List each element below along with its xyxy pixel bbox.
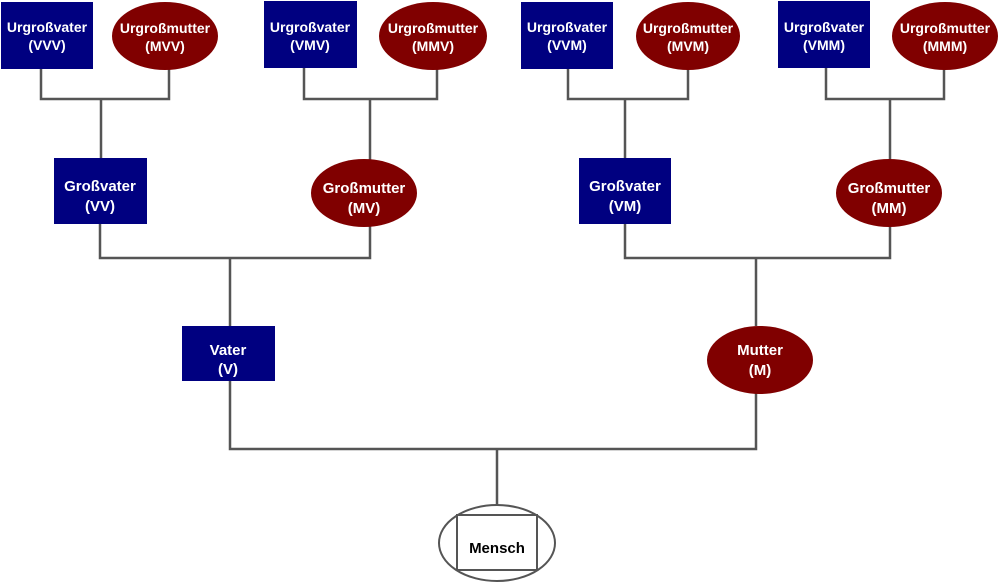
node-mm-title: Großmutter xyxy=(848,180,931,197)
node-vv-title: Großvater xyxy=(64,178,136,195)
male-box xyxy=(264,1,357,68)
node-vmm-code: (VMM) xyxy=(803,37,845,53)
node-mmm-title: Urgroßmutter xyxy=(900,20,991,36)
node-mv-code: (MV) xyxy=(348,200,381,217)
connector-vmv-mmv xyxy=(302,68,439,101)
node-vm-code: (VM) xyxy=(609,198,642,215)
node-vv-code: (VV) xyxy=(85,198,115,215)
male-box xyxy=(54,158,147,224)
female-ellipse xyxy=(112,2,218,70)
male-box xyxy=(579,158,671,224)
node-m-title: Mutter xyxy=(737,342,783,359)
female-ellipse xyxy=(892,2,998,70)
node-mvv-code: (MVV) xyxy=(145,38,185,54)
node-vm: Großvater (VM) xyxy=(579,158,671,224)
node-mv: Großmutter (MV) xyxy=(311,159,417,227)
male-box xyxy=(182,326,275,381)
connector-vvv-mvv xyxy=(39,69,171,101)
node-vvv-title: Urgroßvater xyxy=(7,19,88,35)
node-self: Mensch xyxy=(438,504,556,582)
connector-vvm-mvm xyxy=(566,69,690,101)
node-vmv: Urgroßvater (VMV) xyxy=(264,1,357,68)
node-mvv-title: Urgroßmutter xyxy=(120,20,211,36)
node-vm-title: Großvater xyxy=(589,178,661,195)
node-vmm: Urgroßvater (VMM) xyxy=(778,1,870,68)
male-box xyxy=(778,1,870,68)
node-vvv: Urgroßvater (VVV) xyxy=(1,2,93,69)
node-mmm: Urgroßmutter (MMM) xyxy=(892,2,998,70)
node-v-title: Vater xyxy=(210,342,247,359)
male-box xyxy=(521,2,613,69)
node-mmv-title: Urgroßmutter xyxy=(388,20,479,36)
node-mvm: Urgroßmutter (MVM) xyxy=(636,2,740,70)
connectors xyxy=(39,68,946,505)
male-box xyxy=(1,2,93,69)
node-v-code: (V) xyxy=(218,361,238,378)
node-mmv-code: (MMV) xyxy=(412,38,454,54)
node-vvv-code: (VVV) xyxy=(28,37,65,53)
node-mm: Großmutter (MM) xyxy=(836,159,942,227)
connector-vmm-mmm xyxy=(824,68,946,101)
connector-v-m xyxy=(228,381,758,451)
connector-vm-mm xyxy=(623,224,892,260)
female-ellipse xyxy=(636,2,740,70)
node-vmv-code: (VMV) xyxy=(290,37,330,53)
node-m: Mutter (M) xyxy=(707,326,813,394)
node-vvm-title: Urgroßvater xyxy=(527,19,608,35)
female-ellipse xyxy=(707,326,813,394)
node-mvv: Urgroßmutter (MVV) xyxy=(112,2,218,70)
female-ellipse xyxy=(836,159,942,227)
node-mv-title: Großmutter xyxy=(323,180,406,197)
female-ellipse xyxy=(311,159,417,227)
node-m-code: (M) xyxy=(749,362,772,379)
node-vv: Großvater (VV) xyxy=(54,158,147,224)
node-vvm-code: (VVM) xyxy=(547,37,587,53)
node-mvm-title: Urgroßmutter xyxy=(643,20,734,36)
self-inner-box xyxy=(456,514,538,571)
node-mm-code: (MM) xyxy=(872,200,907,217)
female-ellipse xyxy=(379,2,487,70)
node-mmm-code: (MMM) xyxy=(923,38,967,54)
node-vvm: Urgroßvater (VVM) xyxy=(521,2,613,69)
node-v: Vater (V) xyxy=(182,326,275,381)
node-self-label: Mensch xyxy=(469,540,525,557)
connector-vv-mv xyxy=(98,224,372,260)
node-mmv: Urgroßmutter (MMV) xyxy=(379,2,487,70)
node-mvm-code: (MVM) xyxy=(667,38,709,54)
node-vmv-title: Urgroßvater xyxy=(270,19,351,35)
node-vmm-title: Urgroßvater xyxy=(784,19,865,35)
